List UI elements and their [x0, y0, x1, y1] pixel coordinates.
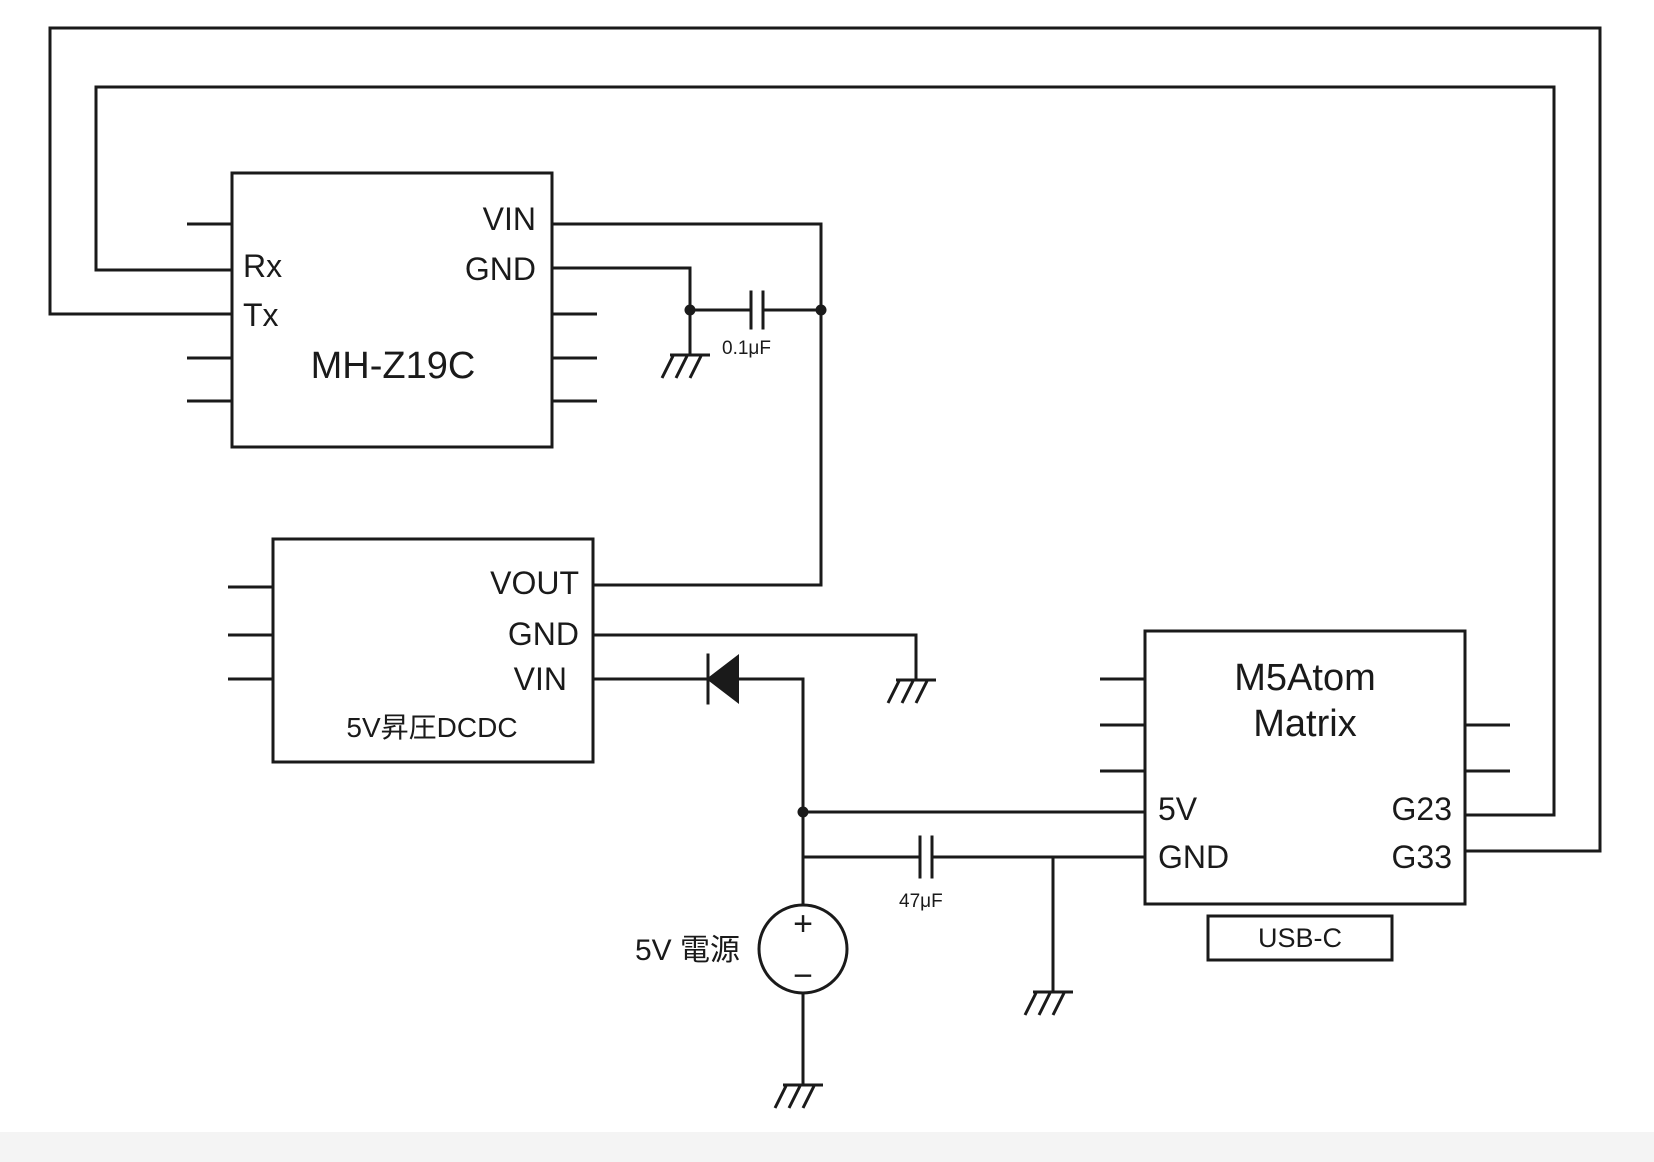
m5atom-module: M5Atom Matrix 5V GND G23 G33 USB-C: [1100, 629, 1510, 962]
mhz19c-module: VIN GND Rx Tx MH-Z19C: [187, 171, 597, 449]
m5-gnd-label: GND: [1158, 839, 1229, 875]
mhz19c-tx-label: Tx: [243, 297, 279, 333]
mhz19c-rx-label: Rx: [243, 248, 282, 284]
m5-g33-label: G33: [1392, 839, 1452, 875]
dcdc-module: VOUT GND VIN 5V昇圧DCDC: [228, 537, 595, 764]
dcdc-body: [271, 537, 595, 764]
ground-symbol-dcdc: [886, 678, 936, 704]
wire-mhz19c-vin: [550, 222, 823, 587]
mhz19c-body: [230, 171, 554, 449]
wire-g33-to-tx: [48, 26, 1602, 853]
voltage-source: + −: [757, 903, 849, 995]
mhz19c-vin-label: VIN: [483, 201, 536, 237]
ground-symbol-m5: [1023, 990, 1073, 1016]
dcdc-vout-label: VOUT: [490, 565, 579, 601]
power-source-label: 5V 電源: [635, 934, 740, 967]
cap1-value-label: 0.1μF: [722, 338, 771, 359]
wire-g23-to-rx: [94, 85, 1556, 817]
dcdc-gnd-label: GND: [508, 616, 579, 652]
junction-5v: [797, 806, 809, 818]
mhz19c-name: MH-Z19C: [311, 345, 476, 387]
wire-diode-to-supply: [736, 677, 805, 907]
diode-symbol: [706, 653, 739, 705]
dcdc-name: 5V昇圧DCDC: [346, 712, 517, 743]
m5-name-line1: M5Atom: [1234, 657, 1375, 699]
m5-5v-label: 5V: [1158, 791, 1198, 827]
m5-g23-label: G23: [1392, 791, 1452, 827]
usb-c-label: USB-C: [1258, 923, 1342, 953]
capacitor-47uf: [918, 835, 934, 879]
junction-cap1-vin: [815, 304, 827, 316]
usb-c-connector: [1206, 914, 1394, 962]
wire-mhz19c-gnd: [550, 266, 692, 357]
cap2-value-label: 47μF: [899, 891, 943, 912]
dcdc-vin-label: VIN: [514, 661, 567, 697]
ground-symbol-source: [773, 1083, 823, 1109]
mhz19c-gnd-label: GND: [465, 251, 536, 287]
m5-body: [1143, 629, 1467, 906]
source-plus-sign: +: [793, 905, 813, 943]
junction-cap1-gnd: [684, 304, 696, 316]
ground-symbol-mhz19c: [660, 353, 710, 379]
source-minus-sign: −: [793, 957, 813, 995]
m5-name-line2: Matrix: [1253, 703, 1356, 745]
capacitor-0-1uf: [749, 290, 765, 330]
page-footer-band: [0, 1132, 1654, 1162]
wire-dcdc-gnd: [591, 633, 918, 682]
